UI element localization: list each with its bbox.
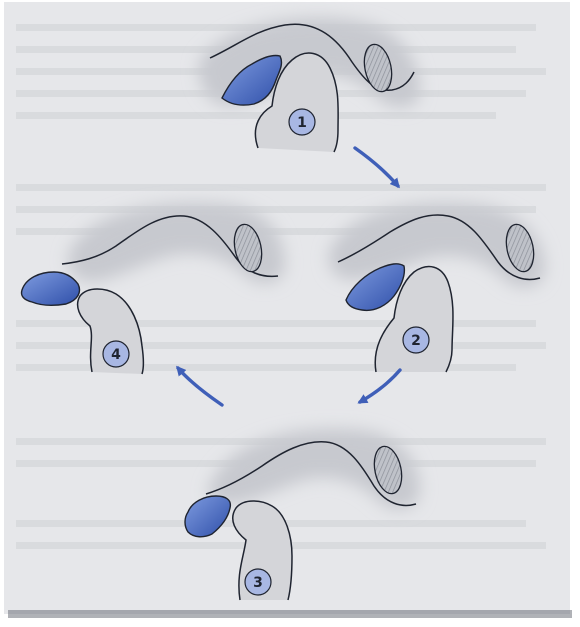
step-number-2: 2 bbox=[411, 333, 421, 349]
step-number-3: 3 bbox=[253, 575, 263, 591]
page-shadow bbox=[8, 610, 572, 618]
step-number-1: 1 bbox=[297, 115, 307, 131]
step-number-4: 4 bbox=[111, 347, 121, 363]
